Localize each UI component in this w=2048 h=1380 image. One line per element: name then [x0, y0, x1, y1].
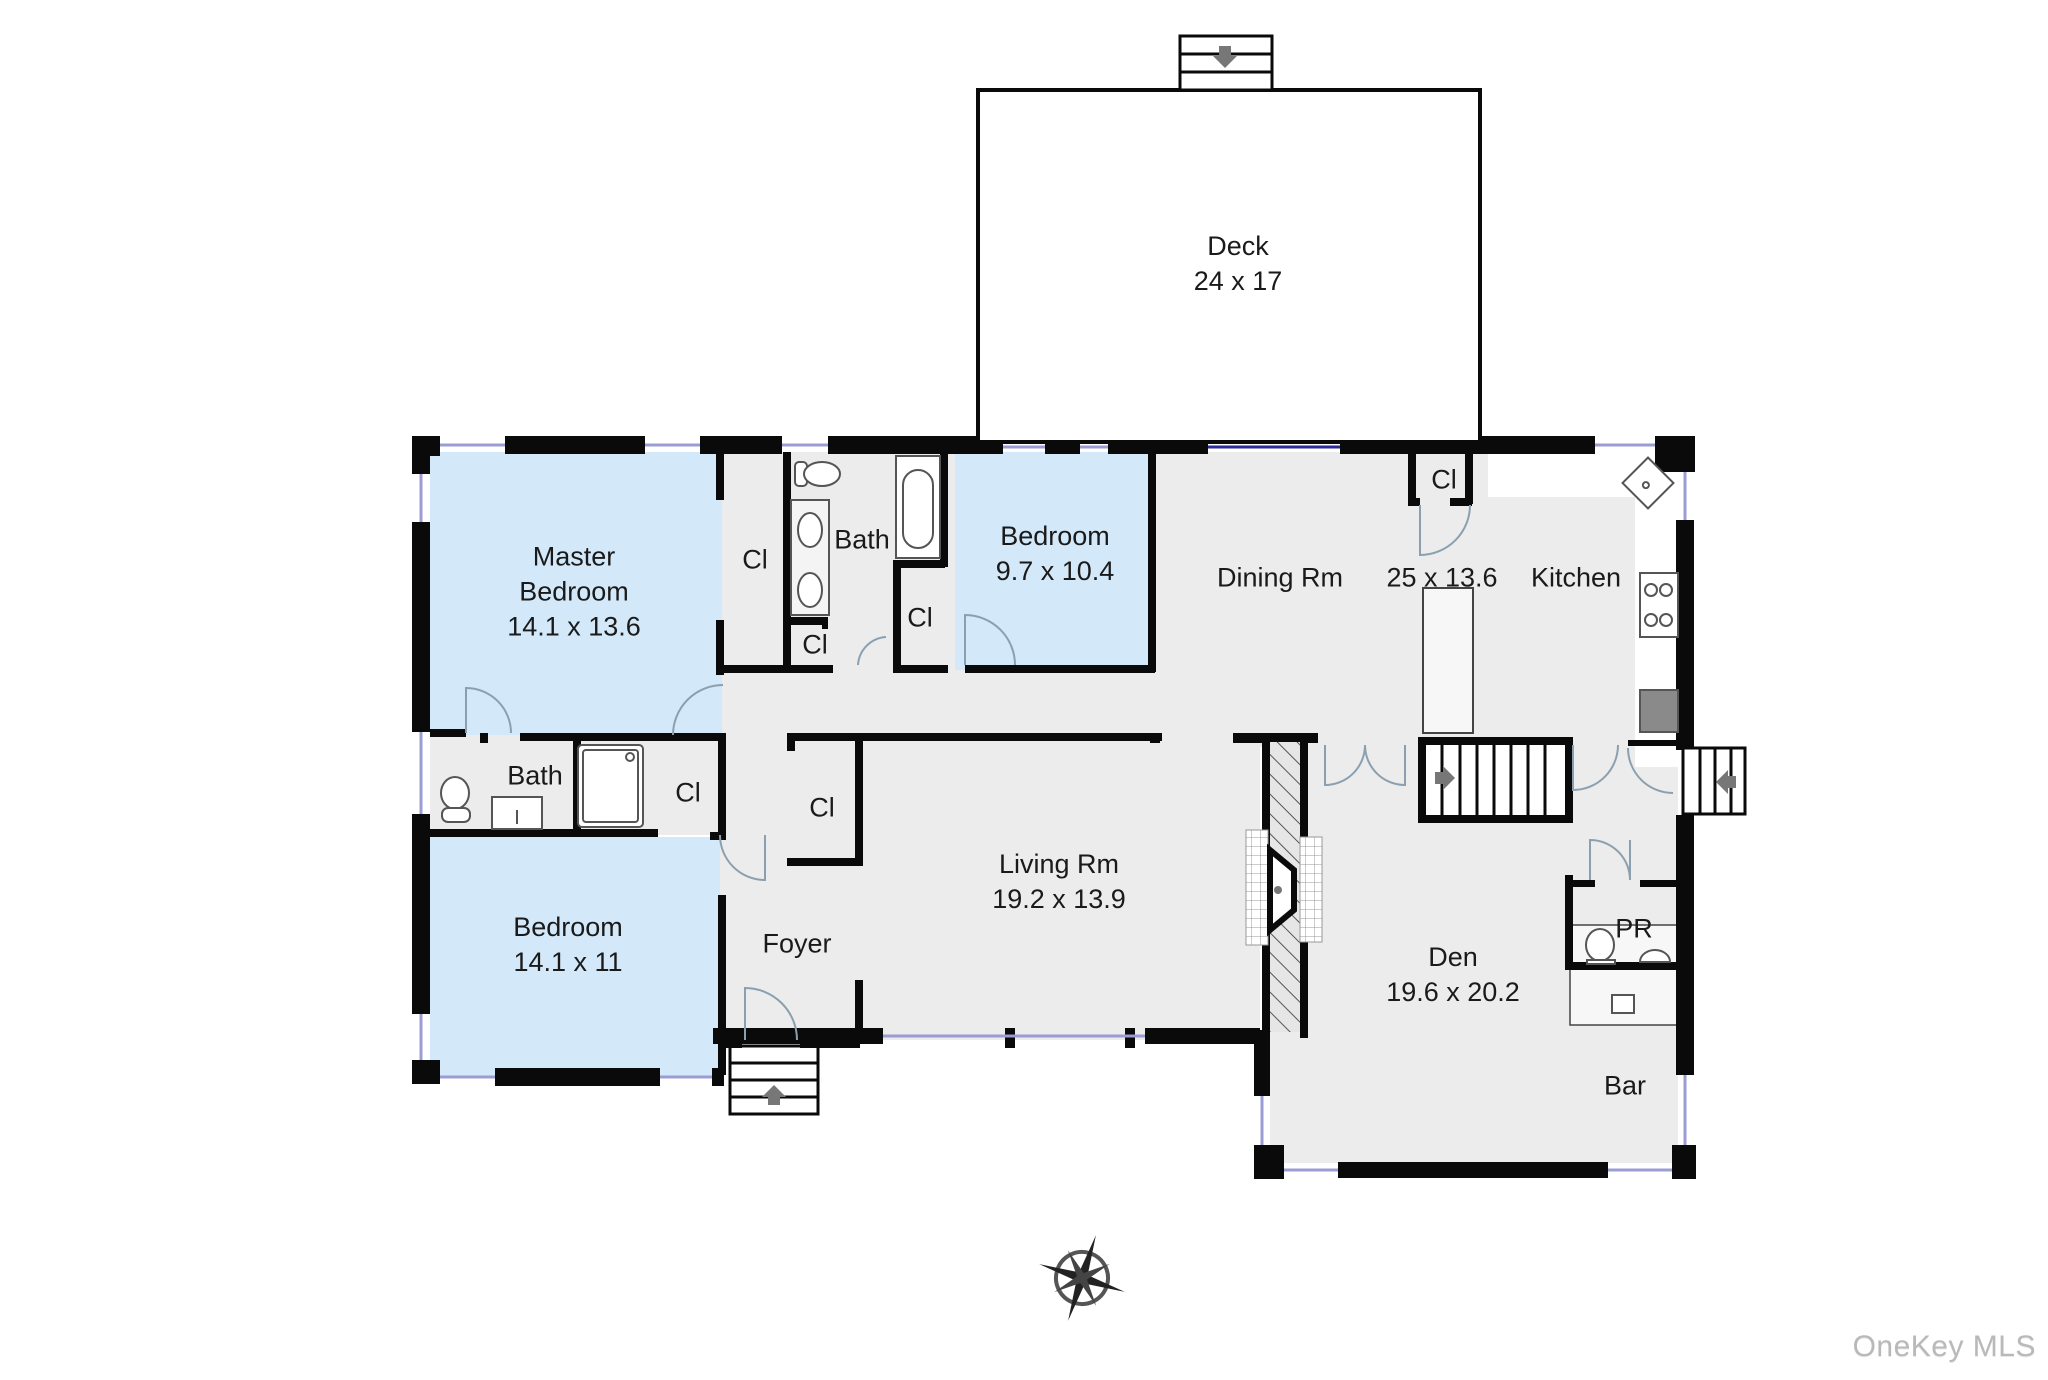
room-label-foyer: Foyer [762, 927, 831, 962]
doors [465, 504, 1674, 1041]
room-label-kitchen-closet: Cl [1431, 463, 1457, 498]
room-label-master-closet: Cl [742, 543, 768, 578]
room-label-den: Den 19.6 x 20.2 [1386, 940, 1520, 1010]
room-label-bedroom2: Bedroom 9.7 x 10.4 [996, 519, 1115, 589]
room-name: Bedroom [519, 576, 629, 607]
room-dims: 19.6 x 20.2 [1386, 977, 1520, 1007]
room-label-living: Living Rm 19.2 x 13.9 [992, 847, 1126, 917]
room-dims: 24 x 17 [1193, 266, 1283, 296]
room-label-bedroom2-closet: Cl [907, 601, 933, 636]
toilet-icon [794, 461, 841, 487]
room-label-foyer-closet: Cl [809, 791, 835, 826]
side-door-stairs [1681, 746, 1747, 816]
sink-icon [1621, 456, 1675, 510]
fireplace-icon [1245, 742, 1323, 1032]
room-name: Bath [834, 524, 890, 555]
sink-icon [797, 512, 823, 548]
sink-icon [1638, 949, 1672, 963]
room-name: Cl [742, 544, 768, 575]
compass-rose-icon [1039, 1235, 1125, 1321]
sink-icon [1611, 994, 1635, 1014]
room-dims: 9.7 x 10.4 [995, 556, 1115, 586]
toilet-icon [1585, 928, 1616, 965]
front-door-stairs [722, 1040, 860, 1116]
room-name: PR [1615, 913, 1653, 944]
room-label-bar: Bar [1604, 1069, 1646, 1104]
toilet-icon [440, 776, 471, 823]
room-name: Dining Rm [1216, 562, 1344, 593]
stairs-arrow-icon [762, 1085, 786, 1105]
stairs-arrow-icon [1716, 770, 1736, 794]
room-name: Cl [907, 602, 933, 633]
room-dims: 14.1 x 13.6 [507, 611, 641, 642]
room-name: Cl [802, 629, 828, 660]
room-label-deck: Deck 24 x 17 [1194, 229, 1283, 299]
room-name: Bedroom [1000, 521, 1110, 551]
sink-icon [797, 572, 823, 608]
deck-stairs [1178, 34, 1274, 92]
room-label-dining: Dining Rm [1217, 561, 1343, 596]
room-dims: 19.2 x 13.9 [992, 884, 1126, 914]
room-label-dining-kitchen-dims: 25 x 13.6 [1386, 561, 1497, 596]
room-dims: 25 x 13.6 [1386, 562, 1498, 593]
room-name: Den [1428, 942, 1478, 972]
room-label-kitchen: Kitchen [1531, 561, 1621, 596]
room-name: Bar [1603, 1070, 1647, 1101]
windows [419, 443, 1687, 1172]
room-label-bath2-closet: Cl [675, 776, 701, 811]
room-name: Cl [675, 777, 701, 808]
stairs-arrow-icon [1435, 766, 1455, 790]
room-name: Cl [809, 792, 835, 823]
room-name: Deck [1207, 231, 1269, 261]
room-dims: 14.1 x 11 [513, 947, 623, 977]
watermark: OneKey MLS [1852, 1330, 2036, 1363]
stove-icon [1639, 572, 1679, 638]
deck [976, 34, 1482, 444]
room-name: Living Rm [998, 849, 1120, 879]
stairs-arrow-icon [1213, 46, 1237, 68]
fixtures [440, 455, 1679, 1014]
room-label-hall-bath: Bath [834, 523, 890, 558]
room-label-powder-room: PR [1615, 912, 1653, 947]
room-label-bath2: Bath [507, 759, 563, 794]
shower-icon [577, 744, 644, 828]
room-name: Foyer [762, 928, 832, 959]
room-name: Master [532, 541, 616, 572]
room-label-hall-closet: Cl [802, 628, 828, 663]
bathtub-icon [895, 455, 941, 559]
room-label-master-bedroom: Master Bedroom 14.1 x 13.6 [507, 540, 641, 645]
walls [412, 436, 1696, 1179]
sink-icon [491, 796, 543, 830]
room-name: Bedroom [513, 912, 623, 942]
room-label-bedroom3: Bedroom 14.1 x 11 [513, 910, 623, 980]
interior-stairs [1426, 745, 1565, 815]
room-name: Kitchen [1530, 562, 1622, 593]
room-name: Cl [1431, 464, 1457, 495]
room-name: Bath [507, 760, 563, 791]
